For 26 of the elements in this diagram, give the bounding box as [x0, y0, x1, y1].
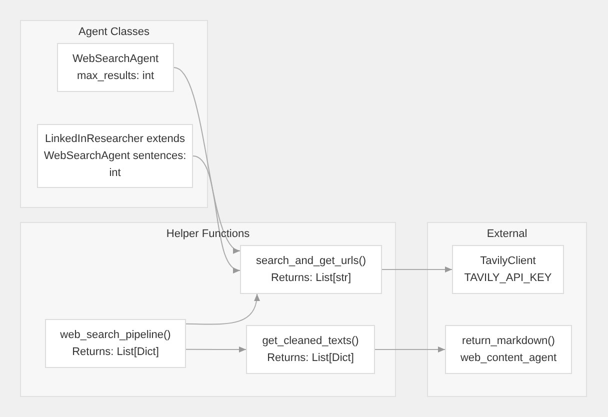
node-label: WebSearchAgent max_results: int [71, 52, 160, 84]
arrow [186, 346, 246, 352]
arrow [382, 266, 452, 272]
node-label: LinkedInResearcher extends WebSearchAgent sentences: int [42, 132, 188, 180]
arrow [186, 294, 260, 325]
node-label: web_search_pipeline() Returns: List[Dict] [59, 328, 172, 360]
group-title: Helper Functions [165, 228, 251, 240]
arrow [374, 346, 446, 352]
class-box [452, 245, 564, 294]
group-title: Agent Classes [78, 26, 150, 38]
arrow [192, 156, 240, 272]
group-panel [427, 222, 587, 397]
group-panel [20, 222, 396, 397]
class-box [240, 245, 382, 294]
group-panel [20, 20, 208, 208]
class-box [37, 124, 193, 188]
node-label: TavilyClient TAVILY_API_KEY [463, 254, 553, 286]
class-box [57, 43, 174, 92]
node-label: get_cleaned_texts() Returns: List[Dict] [261, 334, 360, 366]
class-box [45, 319, 186, 368]
class-box [246, 325, 375, 374]
class-box [445, 325, 572, 374]
node-label: search_and_get_urls() Returns: List[str] [254, 254, 368, 286]
group-title: External [486, 228, 528, 240]
node-label: return_markdown() web_content_agent [459, 334, 558, 366]
arrow [174, 67, 240, 252]
